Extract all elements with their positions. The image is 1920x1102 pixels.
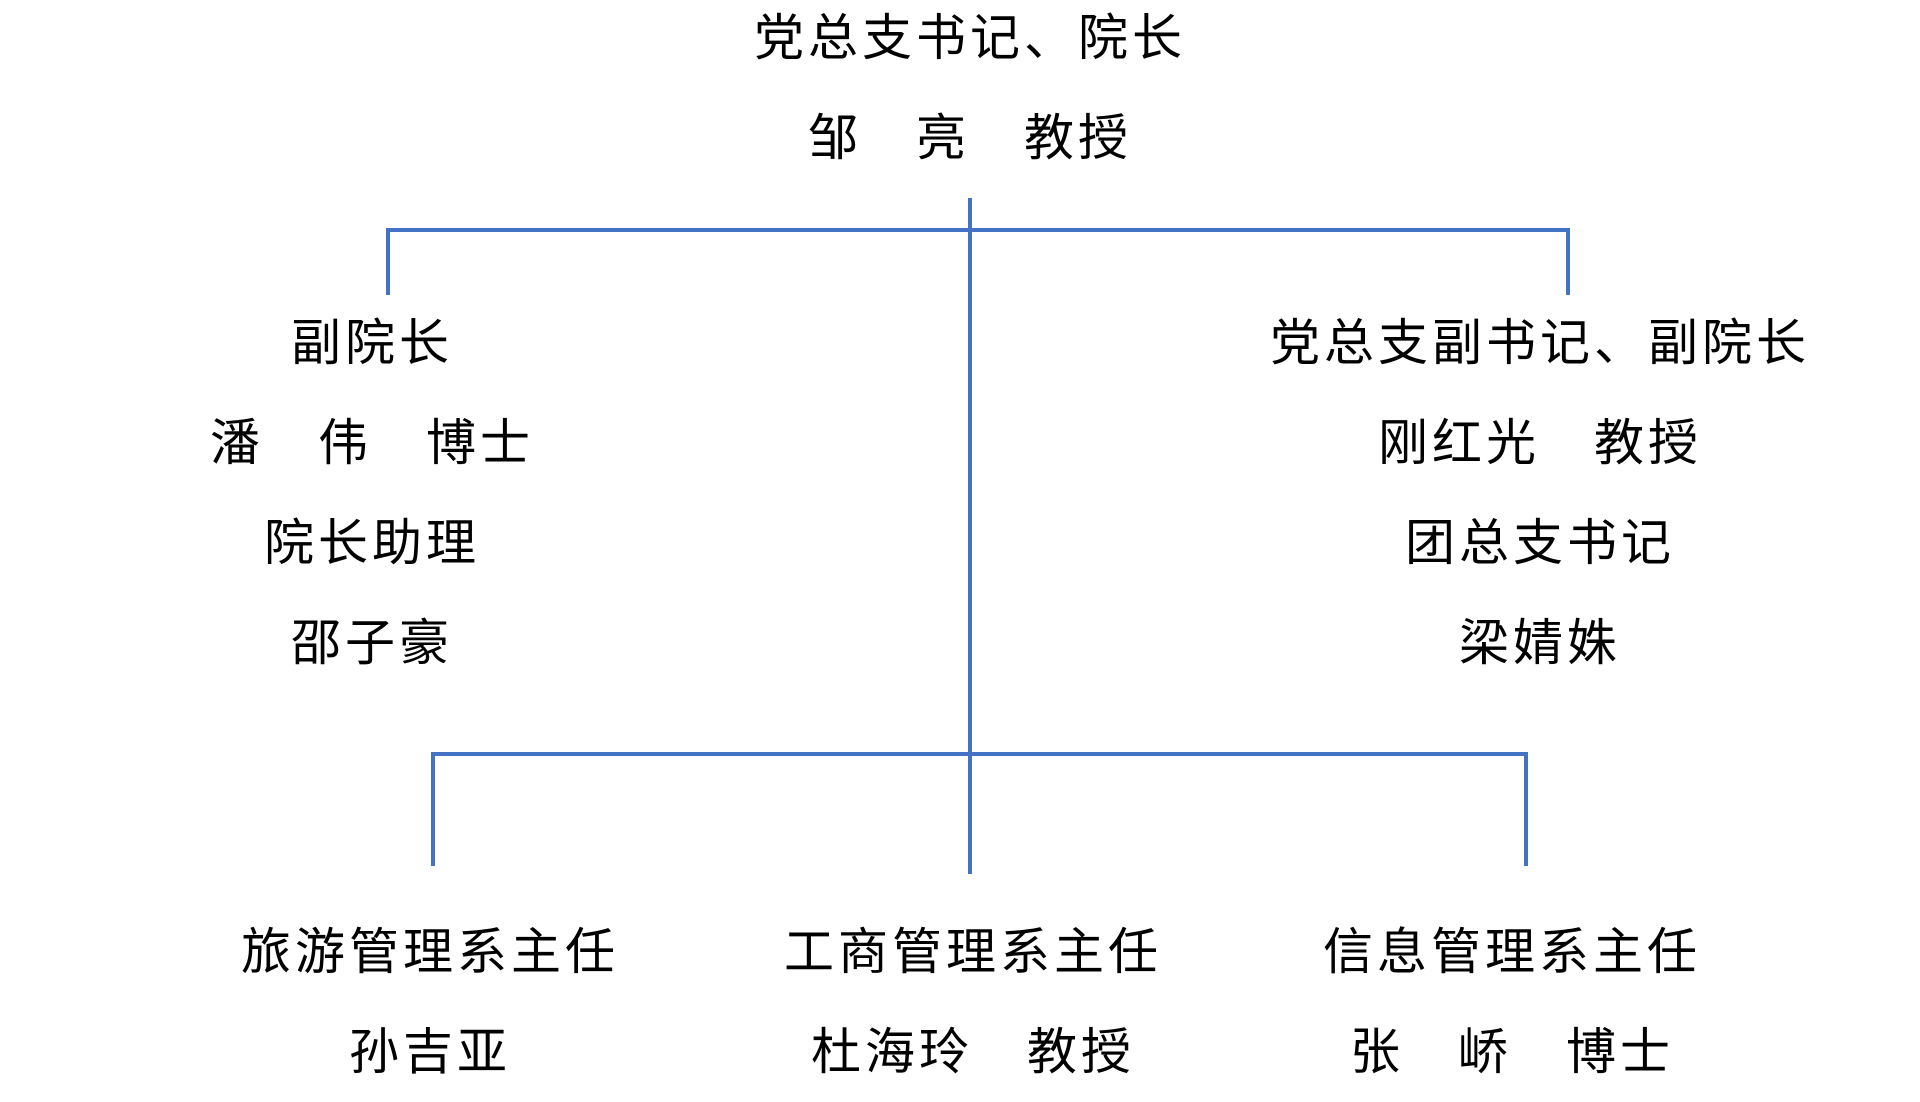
right-name: 刚红光 教授 [1378, 414, 1702, 472]
department-node-business: 工商管理系主任 杜海玲 教授 [784, 902, 1162, 1102]
right-title: 党总支副书记、副院长 [1270, 314, 1810, 372]
department-title: 信息管理系主任 [1323, 923, 1701, 981]
department-node-information: 信息管理系主任 张 峤 博士 [1323, 902, 1701, 1102]
left-name-2: 邵子豪 [291, 614, 453, 672]
left-name: 潘 伟 博士 [210, 414, 534, 472]
right-node: 党总支副书记、副院长 刚红光 教授 团总支书记 梁婧姝 [1270, 293, 1810, 693]
left-title-2: 院长助理 [264, 514, 480, 572]
top-node: 党总支书记、院长 邹 亮 教授 [754, 0, 1186, 188]
top-name: 邹 亮 教授 [808, 109, 1132, 167]
department-head: 张 峤 博士 [1350, 1023, 1674, 1081]
right-title-2: 团总支书记 [1405, 514, 1675, 572]
left-node: 副院长 潘 伟 博士 院长助理 邵子豪 [210, 293, 534, 693]
department-head: 孙吉亚 [349, 1023, 511, 1081]
department-title: 工商管理系主任 [784, 923, 1162, 981]
right-name-2: 梁婧姝 [1459, 614, 1621, 672]
top-title: 党总支书记、院长 [754, 9, 1186, 67]
left-title: 副院长 [291, 314, 453, 372]
department-head: 杜海玲 教授 [811, 1023, 1135, 1081]
department-node-tourism: 旅游管理系主任 孙吉亚 [241, 902, 619, 1102]
department-title: 旅游管理系主任 [241, 923, 619, 981]
